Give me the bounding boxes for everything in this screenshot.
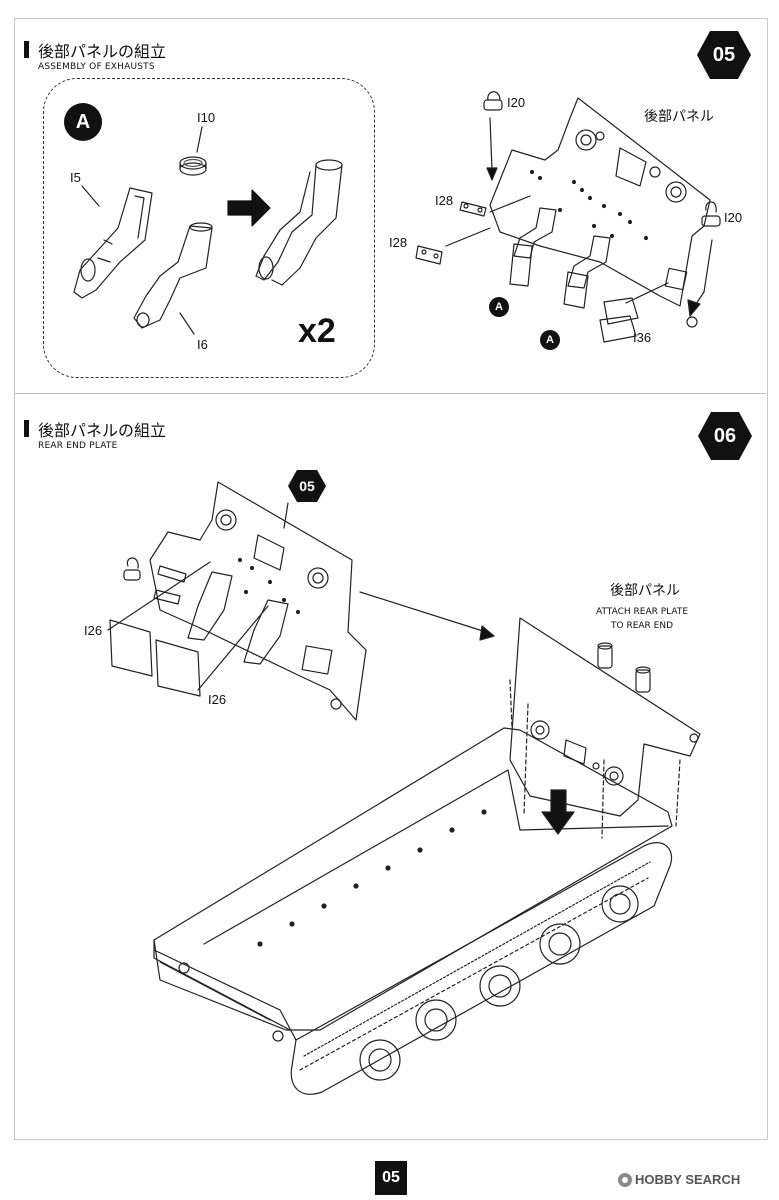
marker-a-2: A (540, 330, 560, 350)
label-i10: I10 (197, 110, 216, 125)
step05-number: 05 (712, 43, 736, 66)
label-i26-top: I26 (84, 623, 103, 638)
step06-title-jp: 後部パネルの組立 (38, 421, 167, 440)
label-panel-jp: 後部パネル (644, 109, 714, 125)
assembled-exhaust (255, 159, 343, 286)
label-i28-top: I28 (435, 193, 454, 208)
watermark: HOBBY SEARCH (618, 1172, 740, 1187)
section-divider (14, 393, 766, 394)
label-i28-bottom: I28 (389, 235, 408, 250)
part-i28-top (459, 201, 487, 217)
step06-title-en: REAR END PLATE (38, 441, 118, 451)
part-i20-right (701, 201, 721, 227)
step05-title-en: ASSEMBLY OF EXHAUSTS (38, 62, 155, 72)
panel-exhaust-pipes (509, 207, 611, 309)
attach-line-2: TO REAR END (611, 621, 674, 631)
page-number: 05 (375, 1161, 407, 1195)
part-i6 (133, 222, 213, 329)
page-frame (14, 18, 768, 1140)
substep-number: 05 (299, 478, 315, 494)
label-i5: I5 (70, 170, 81, 185)
arrow-right-icon (227, 189, 271, 227)
label-i36: I36 (633, 330, 652, 345)
hexagon-icon (697, 31, 751, 79)
label-rear-panel-jp: 後部パネル (610, 583, 680, 599)
step06-number-badge: 06 (698, 411, 752, 461)
step05-number-badge: 05 (697, 30, 751, 80)
hobby-search-logo-icon (618, 1172, 632, 1187)
rear-panel (489, 97, 711, 307)
multiplier-x2: x2 (298, 312, 336, 350)
label-i26-bottom: I26 (208, 692, 227, 707)
exhaust-subassembly-box (43, 78, 375, 378)
label-i6: I6 (197, 337, 208, 352)
marker-a-1: A (489, 297, 509, 317)
label-i20-right: I20 (724, 210, 743, 225)
step06-number: 06 (713, 424, 737, 447)
step05-drawing (73, 91, 721, 343)
header-bar (24, 420, 29, 437)
substep-badge: 05 (288, 469, 326, 503)
part-i36 (599, 297, 639, 343)
header-bar (24, 41, 29, 58)
part-i10 (179, 156, 207, 176)
label-i20-left: I20 (507, 95, 526, 110)
hexagon-icon (698, 412, 752, 460)
part-i20-left (483, 91, 503, 111)
step05-title-jp: 後部パネルの組立 (38, 42, 167, 61)
part-i5 (73, 187, 153, 299)
attach-line-1: ATTACH REAR PLATE (596, 607, 689, 617)
watermark-text: HOBBY SEARCH (635, 1172, 741, 1187)
part-i28-bottom (415, 245, 443, 265)
attach-instruction: ATTACH REAR PLATE TO REAR END (596, 605, 688, 633)
subassembly-marker-a: A (64, 103, 102, 141)
